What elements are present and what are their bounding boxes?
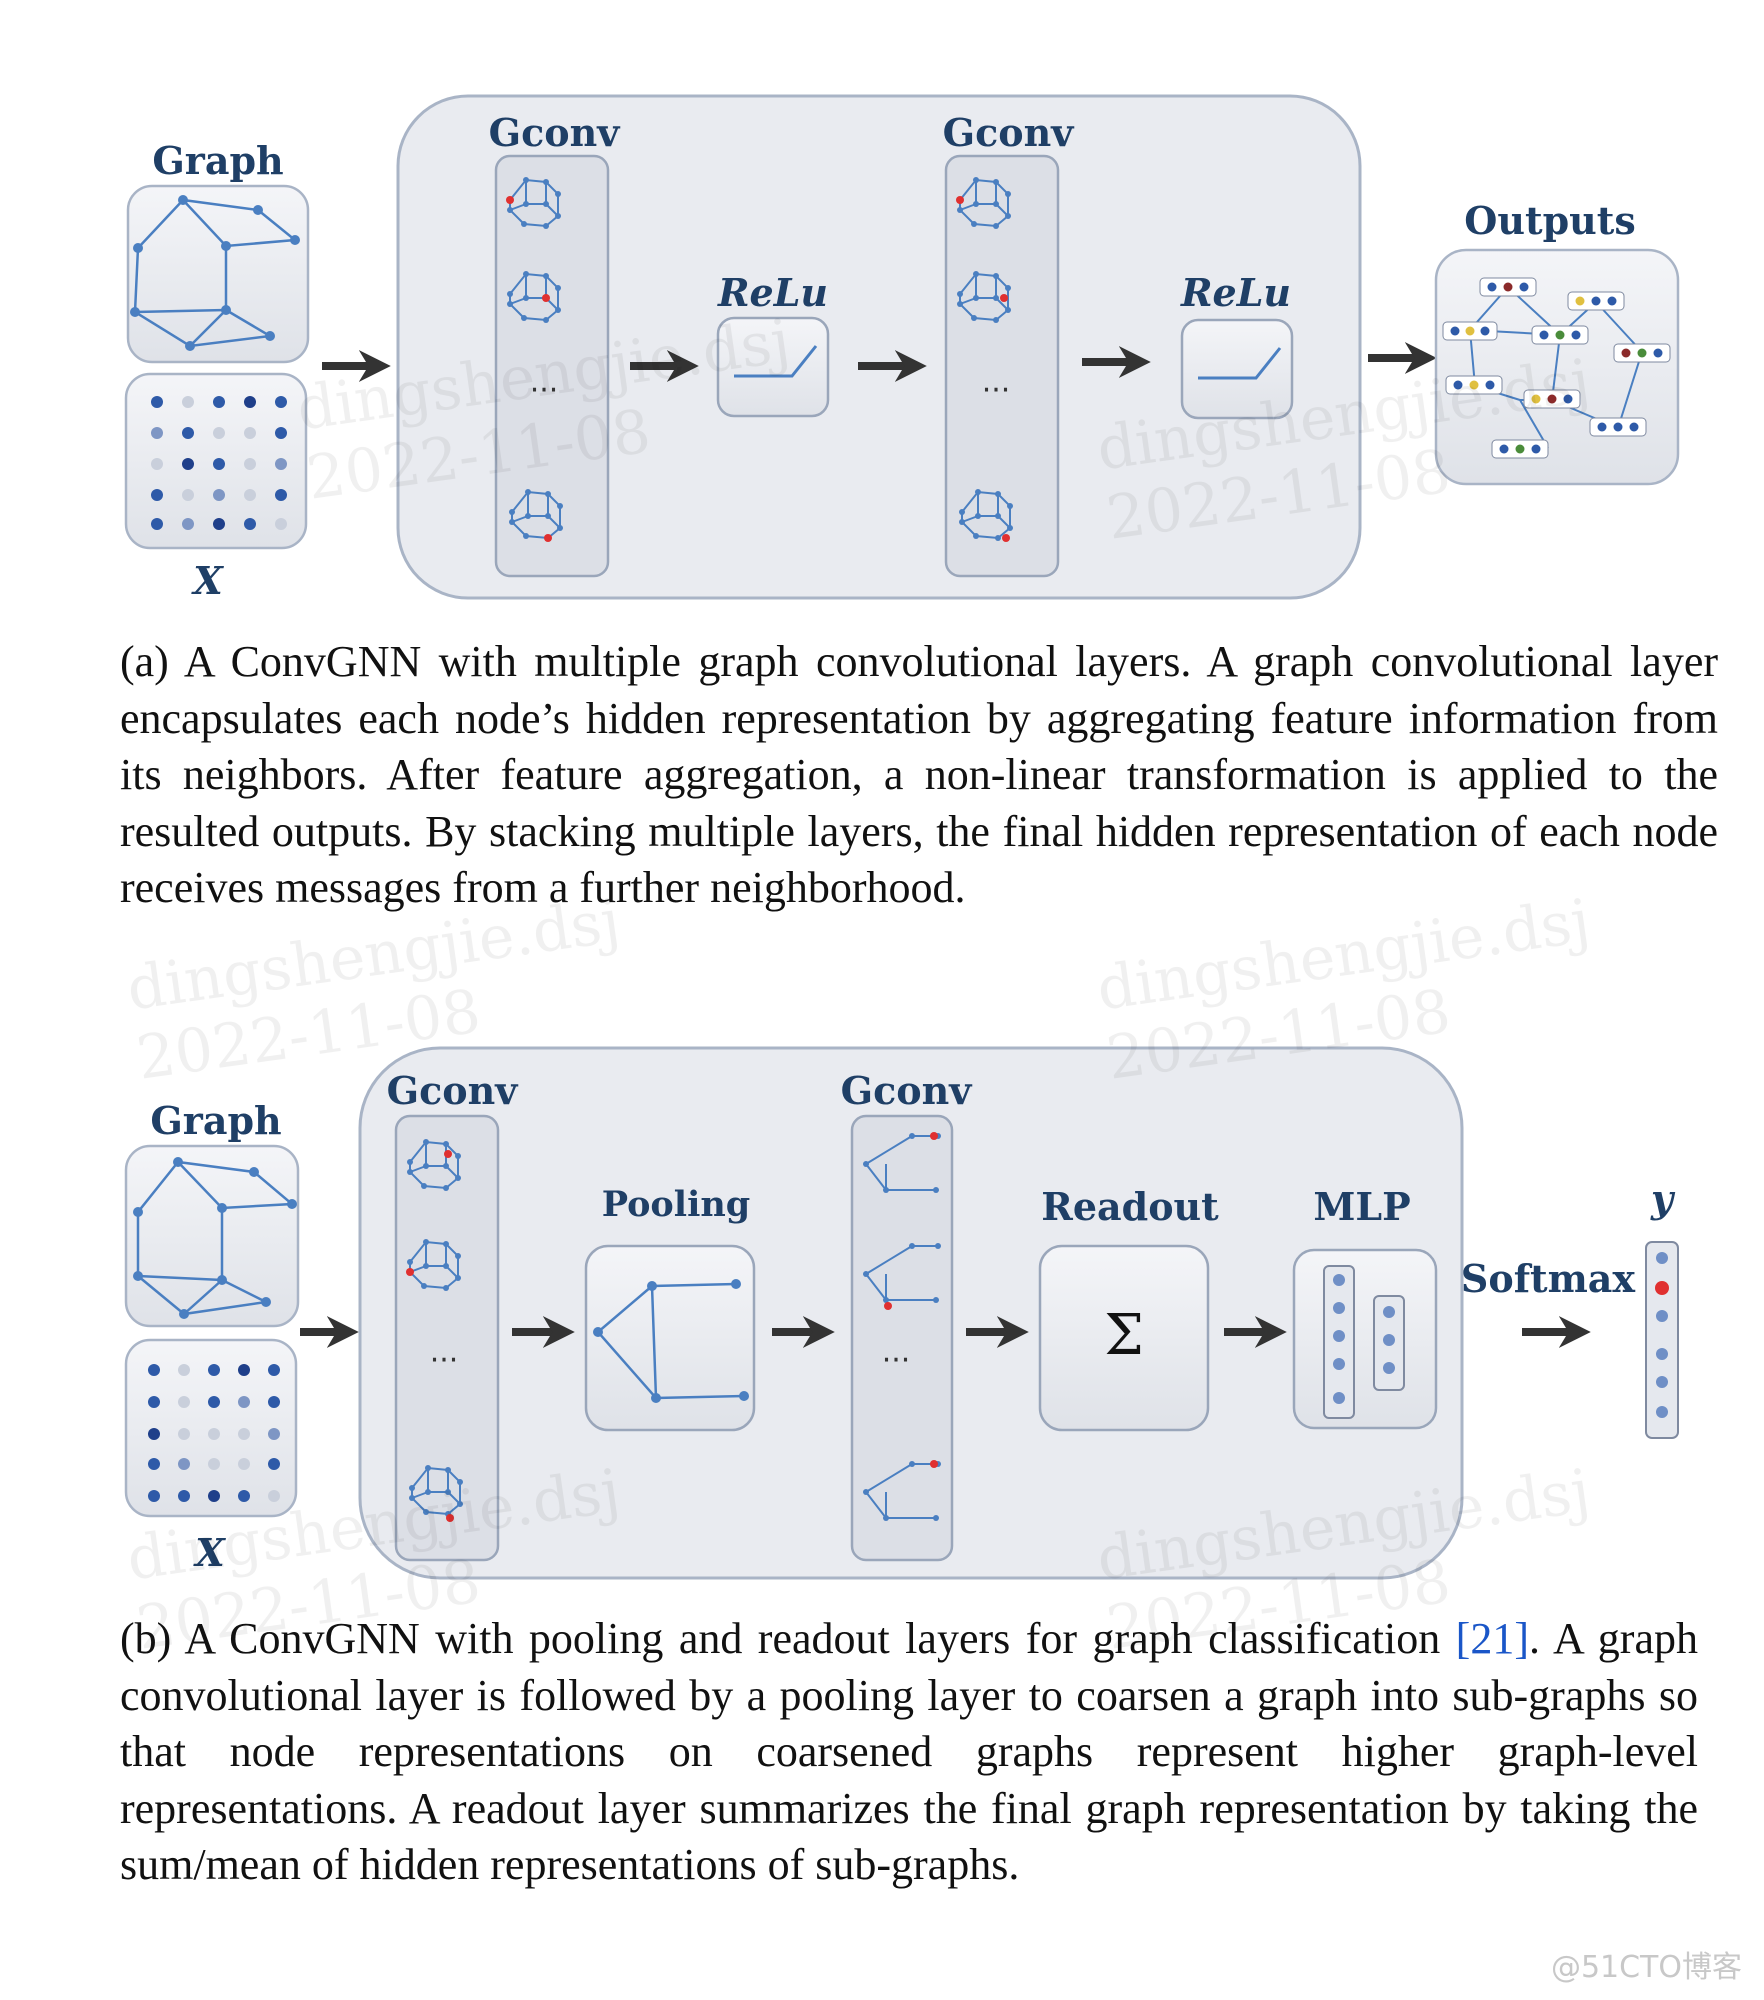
- figure-a-diagram: Graph X Gconv ··· ReLu Gconv: [0, 0, 1764, 610]
- citation-link[interactable]: [21]: [1455, 1614, 1529, 1663]
- input-graph-card: [126, 184, 310, 364]
- graph-label-b: Graph: [150, 1098, 281, 1143]
- gconv2-column: ···: [944, 154, 1060, 578]
- graph-label: Graph: [152, 138, 283, 183]
- gconv2-label: Gconv: [943, 110, 1076, 155]
- readout-box: Σ: [1038, 1244, 1210, 1432]
- gconv1-column: ···: [494, 154, 610, 578]
- mlp-label: MLP: [1313, 1184, 1410, 1229]
- svg-text:···: ···: [882, 1343, 911, 1378]
- gconv1-label-b: Gconv: [387, 1068, 520, 1113]
- caption-a: (a) A ConvGNN with multiple graph convol…: [120, 637, 1718, 912]
- gconv-panel-a: [396, 94, 1362, 600]
- outputs-label: Outputs: [1464, 198, 1635, 243]
- mlp-box: [1292, 1248, 1438, 1430]
- gconv1-label: Gconv: [489, 110, 622, 155]
- x-label: X: [191, 558, 224, 603]
- readout-label: Readout: [1041, 1184, 1219, 1229]
- gconv2-column-b: ···: [850, 1114, 954, 1562]
- source-credit: @51CTO博客: [1550, 1950, 1742, 1985]
- svg-text:···: ···: [982, 373, 1011, 408]
- caption-b: (b) A ConvGNN with pooling and readout l…: [120, 1614, 1698, 1889]
- input-graph-card-b: [124, 1144, 300, 1328]
- svg-text:···: ···: [430, 1343, 459, 1378]
- outputs-graph: [1434, 248, 1680, 486]
- relu2-box: [1180, 318, 1294, 420]
- y-label: y: [1650, 1176, 1676, 1221]
- feature-matrix-x: [124, 372, 308, 550]
- gconv1-column-b: ···: [394, 1114, 500, 1562]
- sum-symbol: Σ: [1104, 1303, 1144, 1368]
- pooling-box: [584, 1244, 756, 1432]
- pooling-label: Pooling: [602, 1184, 751, 1225]
- svg-text:···: ···: [530, 373, 559, 408]
- relu1-label: ReLu: [717, 270, 828, 315]
- output-y-vector: [1645, 1241, 1679, 1439]
- figure-b-diagram: Graph X Gconv ··· Pooling: [0, 1040, 1764, 1600]
- gconv2-label-b: Gconv: [841, 1068, 974, 1113]
- relu1-box: [716, 316, 830, 418]
- feature-matrix-x-b: [124, 1338, 298, 1518]
- relu2-label: ReLu: [1180, 270, 1291, 315]
- softmax-label: Softmax: [1461, 1256, 1636, 1301]
- x-label-b: X: [193, 1530, 226, 1575]
